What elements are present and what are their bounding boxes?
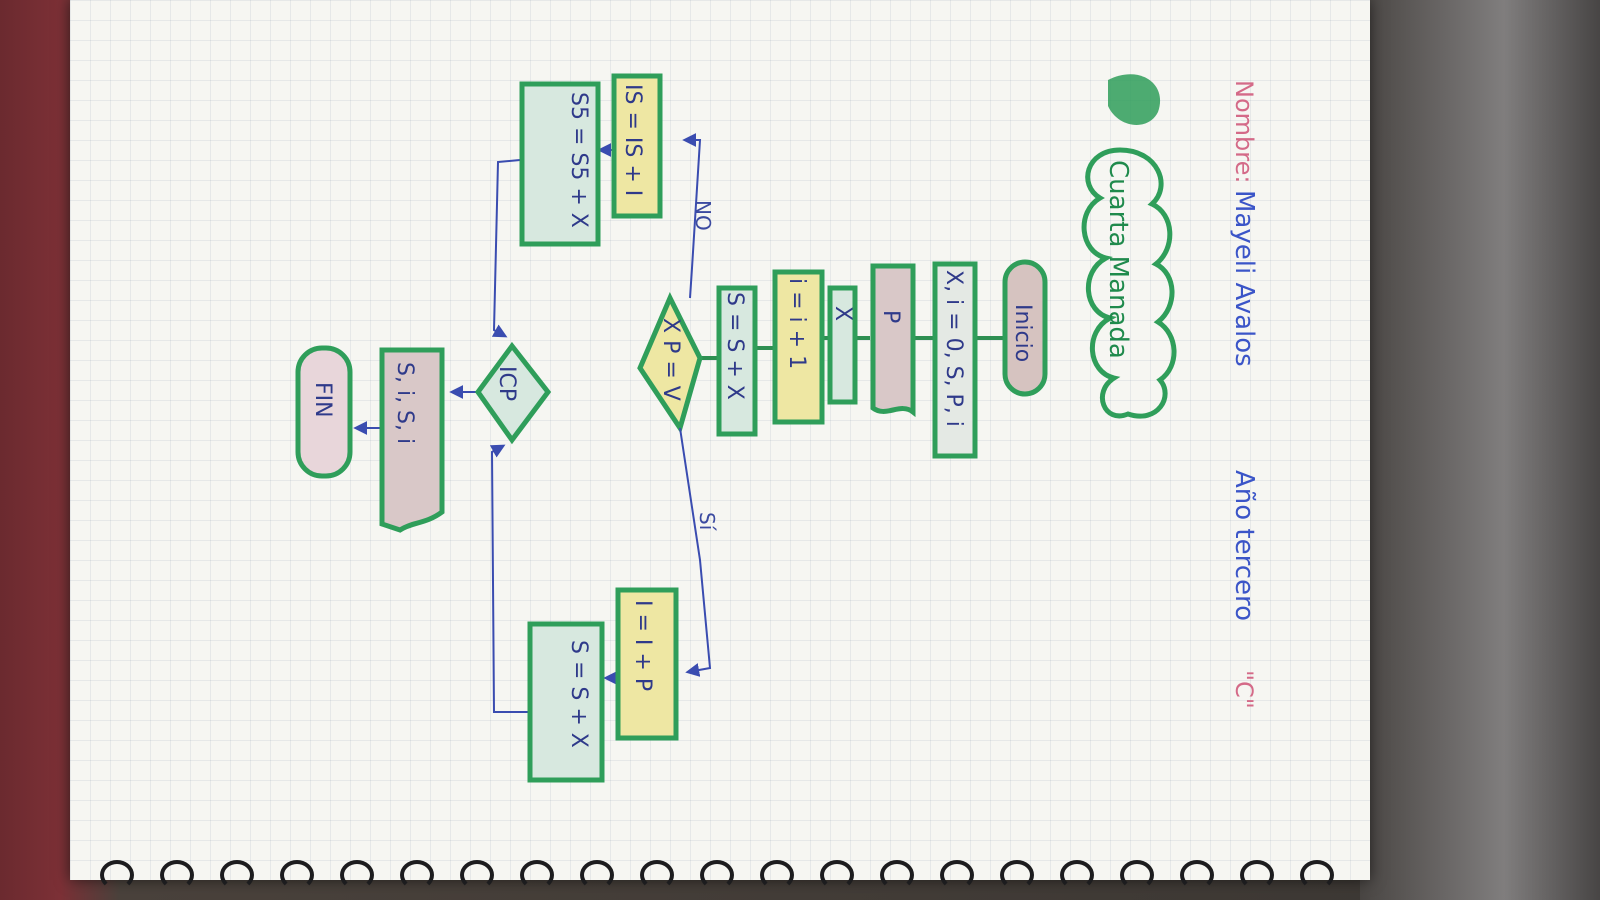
- spiral-coil: [1300, 860, 1334, 890]
- leaf-doodle: [1108, 74, 1161, 125]
- input-x: X: [827, 285, 858, 405]
- subject-cloud: Cuarta Manada: [1081, 147, 1177, 419]
- output-label: S, i, S, i: [392, 362, 417, 444]
- spiral-coil: [220, 860, 254, 890]
- end-label: FIN: [310, 382, 335, 418]
- init-label: X, i = 0, S, P, i: [941, 270, 966, 427]
- decision-2-label: ICP: [494, 366, 519, 401]
- spiral-coil: [640, 860, 674, 890]
- yes-increment-process: I = I + P: [615, 587, 679, 741]
- notebook-page: [70, 0, 1370, 880]
- yes-sum-label: S = S + X: [566, 640, 591, 748]
- input-x-label: X: [830, 306, 855, 321]
- input-p-label: P: [878, 310, 903, 323]
- decision-2: ICP: [474, 341, 552, 445]
- end-terminator: FIN: [295, 345, 353, 479]
- spiral-coil: [520, 860, 554, 890]
- spiral-coil: [1240, 860, 1274, 890]
- spiral-coil: [460, 860, 494, 890]
- section-label: "C": [1230, 670, 1258, 709]
- decision-1-label: X P = V: [658, 318, 683, 401]
- subject-title: Cuarta Manada: [1103, 160, 1133, 359]
- increment-label: i = i + 1: [784, 278, 809, 369]
- spiral-coil: [280, 860, 314, 890]
- notebook-spiral: [100, 860, 1340, 890]
- no-increment-label: IS = IS + I: [620, 84, 645, 196]
- no-branch-label: NO: [691, 200, 715, 231]
- spiral-coil: [400, 860, 434, 890]
- no-increment-process: IS = IS + I: [611, 73, 663, 219]
- no-sum-label: S5 = S5 + X: [566, 92, 591, 228]
- sum-label: S = S + X: [722, 292, 747, 400]
- plastic-sleeve: [1360, 0, 1600, 900]
- student-name: Mayeli Avalos: [1229, 190, 1259, 367]
- spiral-coil: [340, 860, 374, 890]
- grade-label: Año tercero: [1229, 470, 1259, 621]
- no-sum-process: S5 = S5 + X: [519, 81, 601, 247]
- spiral-coil: [160, 860, 194, 890]
- header-line: Nombre: Mayeli Avalos Año tercero "C": [1229, 80, 1259, 709]
- spiral-coil: [760, 860, 794, 890]
- input-p: P: [870, 263, 916, 418]
- spine-connectors: [700, 336, 1005, 360]
- decision-1: X P = V: [637, 292, 703, 434]
- spiral-coil: [880, 860, 914, 890]
- branch-connectors: [353, 133, 712, 713]
- spiral-coil: [940, 860, 974, 890]
- spiral-coil: [100, 860, 134, 890]
- spiral-coil: [820, 860, 854, 890]
- spiral-coil: [1180, 860, 1214, 890]
- spiral-coil: [700, 860, 734, 890]
- spiral-coil: [1120, 860, 1154, 890]
- yes-sum-process: S = S + X: [527, 621, 605, 783]
- increment-process: i = i + 1: [772, 269, 825, 425]
- yes-branch-label: Sí: [695, 512, 719, 532]
- start-label: Inicio: [1010, 304, 1035, 362]
- spiral-coil: [1000, 860, 1034, 890]
- spiral-coil: [580, 860, 614, 890]
- init-process: X, i = 0, S, P, i: [932, 261, 978, 459]
- output-document: S, i, S, i: [379, 347, 445, 533]
- start-terminator: Inicio: [1002, 259, 1048, 397]
- sum-process: S = S + X: [716, 285, 758, 437]
- spiral-coil: [1060, 860, 1094, 890]
- name-label: Nombre:: [1230, 80, 1258, 183]
- yes-increment-label: I = I + P: [630, 600, 655, 691]
